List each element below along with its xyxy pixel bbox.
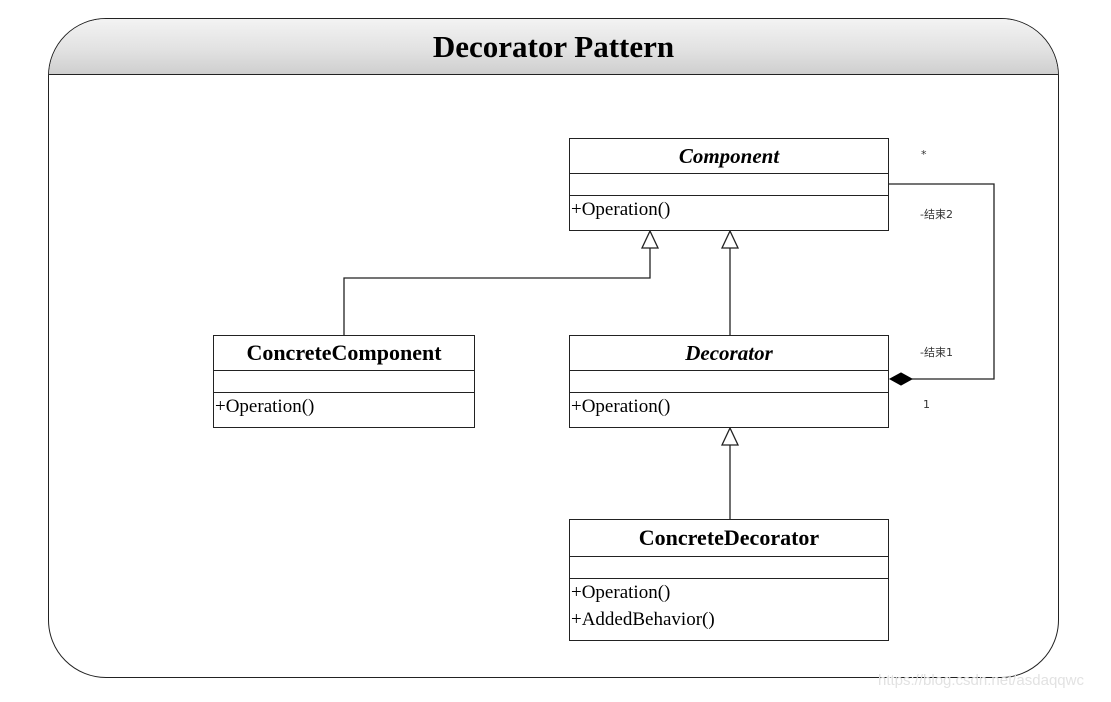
attributes-compartment — [570, 371, 888, 393]
operation-item: +Operation() — [571, 582, 671, 603]
composition-diamond — [888, 372, 914, 386]
generalization-arrowhead-decorator — [720, 426, 740, 446]
multiplicity-component-label: * — [921, 148, 927, 161]
attributes-compartment — [570, 174, 888, 196]
class-name-component: Component — [570, 139, 888, 174]
operations-compartment: +Operation() — [570, 196, 888, 223]
class-concrete-component: ConcreteComponent +Operation() — [213, 335, 475, 428]
class-name-concrete-decorator: ConcreteDecorator — [570, 520, 888, 557]
operation-item: +Operation() — [571, 199, 671, 220]
class-name-decorator: Decorator — [570, 336, 888, 371]
operations-compartment: +Operation() +AddedBehavior() — [570, 579, 888, 633]
composition-line — [889, 183, 995, 380]
class-name-concrete-component: ConcreteComponent — [214, 336, 474, 371]
multiplicity-decorator-label: 1 — [923, 398, 930, 411]
watermark-text: https://blog.csdn.net/asdaqqwc — [878, 672, 1084, 689]
class-component: Component +Operation() — [569, 138, 889, 231]
generalization-arrowhead-component-right — [720, 229, 740, 249]
attributes-compartment — [570, 557, 888, 579]
diagram-title: Decorator Pattern — [432, 28, 675, 64]
operation-item: +AddedBehavior() — [571, 609, 715, 630]
attributes-compartment — [214, 371, 474, 393]
association-end1-label: -结束1 — [920, 346, 953, 359]
operations-compartment: +Operation() — [214, 393, 474, 420]
association-end2-label: -结束2 — [920, 208, 953, 221]
class-decorator: Decorator +Operation() — [569, 335, 889, 428]
diagram-header: Decorator Pattern — [49, 19, 1058, 75]
generalization-arrowhead-component-left — [640, 229, 660, 249]
class-concrete-decorator: ConcreteDecorator +Operation() +AddedBeh… — [569, 519, 889, 641]
operation-item: +Operation() — [215, 396, 315, 417]
operation-item: +Operation() — [571, 396, 671, 417]
operations-compartment: +Operation() — [570, 393, 888, 420]
generalization-concrete-component — [343, 248, 651, 335]
